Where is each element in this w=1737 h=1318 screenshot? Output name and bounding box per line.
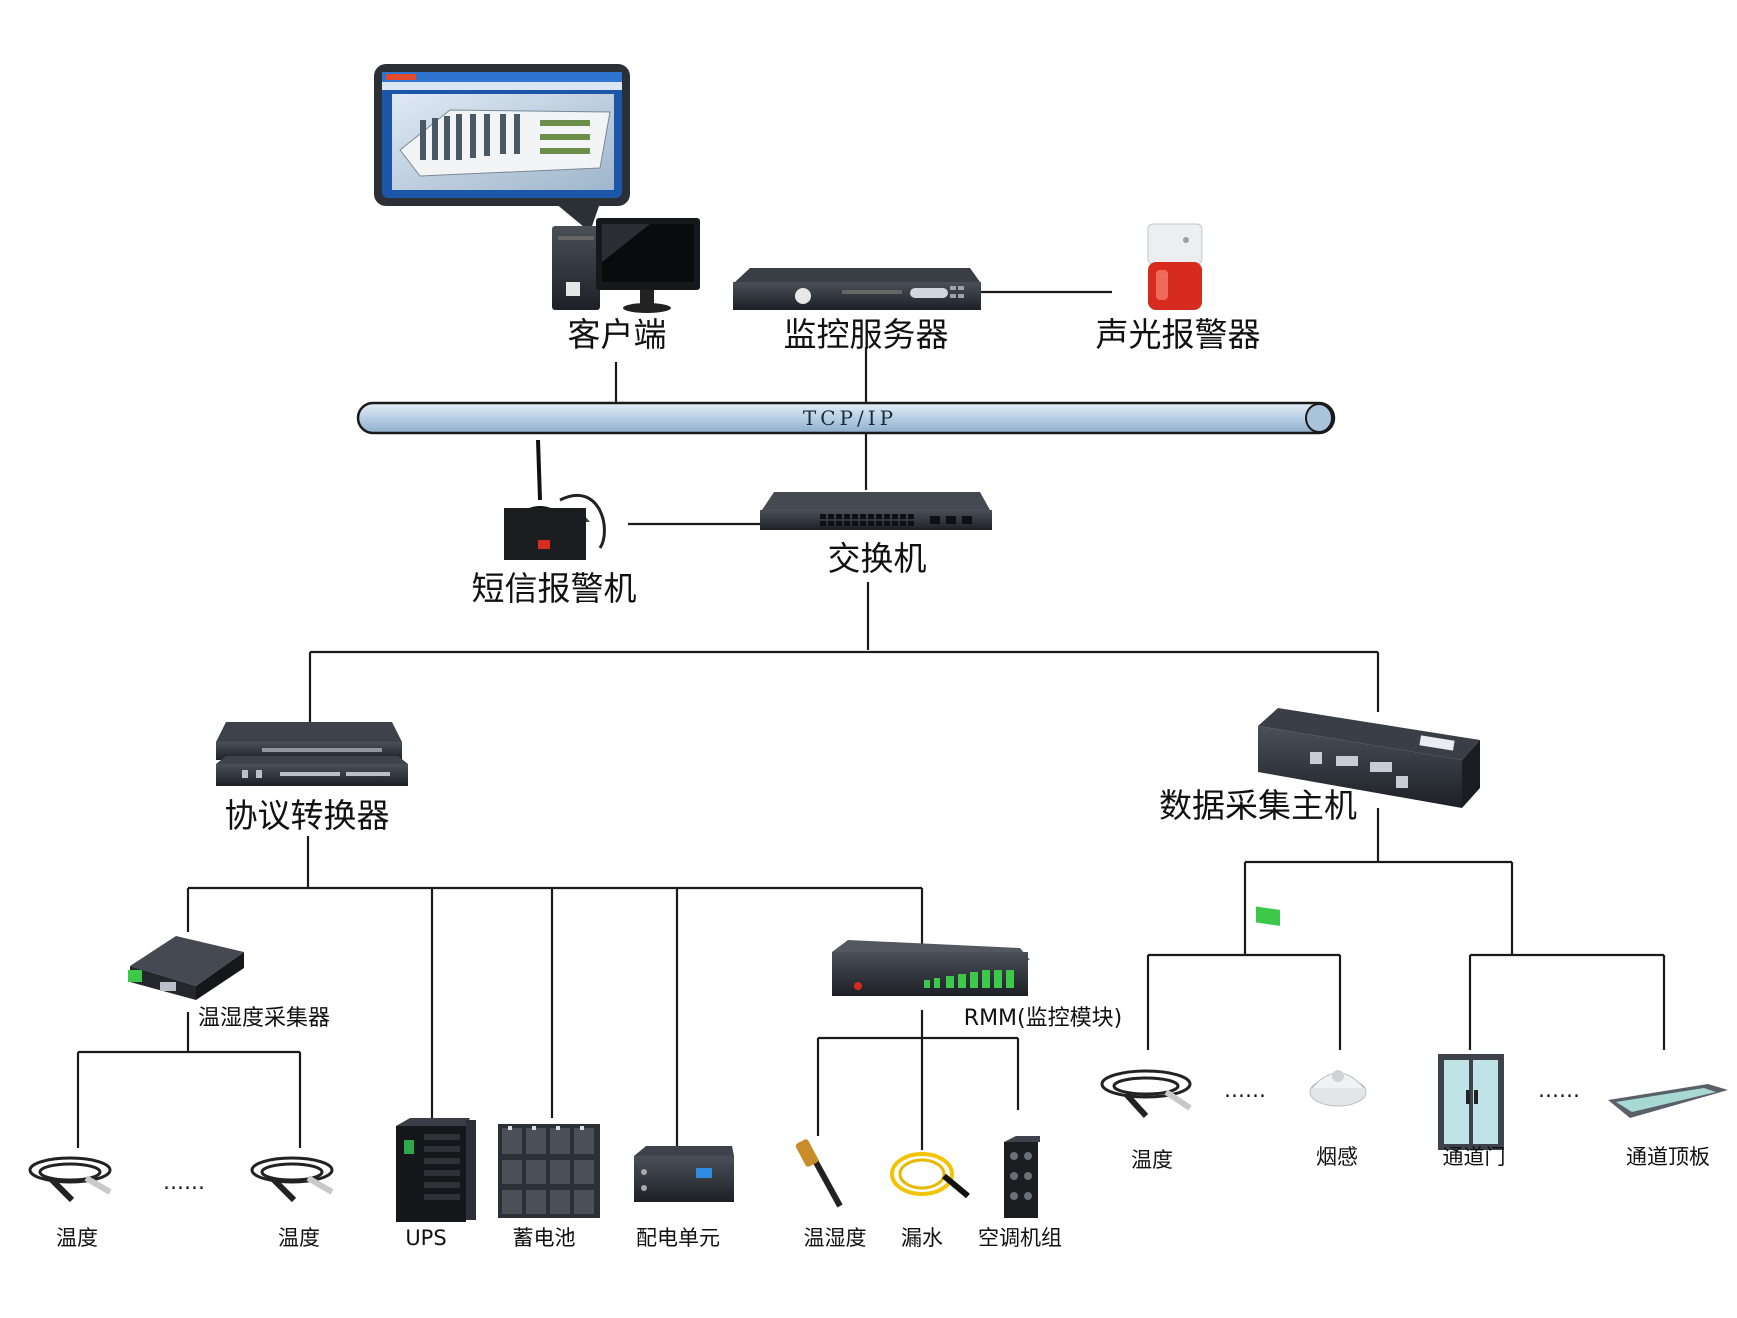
client-pc-icon bbox=[552, 218, 700, 313]
monitor-server-icon bbox=[733, 268, 981, 310]
sound-light-alarm-label: 声光报警器 bbox=[1095, 315, 1261, 354]
aisle-door-icon bbox=[1438, 1054, 1504, 1150]
host-temp-probe-icon bbox=[1100, 1069, 1192, 1119]
ups-icon bbox=[396, 1118, 476, 1222]
monitor-server-label: 监控服务器 bbox=[783, 315, 949, 354]
ac-unit-icon bbox=[1004, 1136, 1040, 1218]
power-unit-label: 配电单元 bbox=[636, 1226, 720, 1250]
leak-sensor-icon bbox=[890, 1152, 970, 1199]
protocol-converter-label: 协议转换器 bbox=[224, 796, 390, 835]
tcp-ip-bus bbox=[356, 401, 1336, 435]
power-unit-icon bbox=[634, 1146, 734, 1202]
host-temp-label: 温度 bbox=[1131, 1148, 1173, 1172]
battery-label: 蓄电池 bbox=[512, 1226, 576, 1250]
smoke-label: 烟感 bbox=[1316, 1145, 1358, 1169]
rmm-label: RMM(监控模块) bbox=[963, 1006, 1123, 1031]
sms-alarm-icon bbox=[504, 439, 606, 560]
switch-label: 交换机 bbox=[827, 539, 927, 578]
ups-label: UPS bbox=[405, 1226, 447, 1250]
aisle-roof-label: 通道顶板 bbox=[1626, 1145, 1710, 1169]
temp-2-label: 温度 bbox=[278, 1226, 320, 1250]
monitor-software-screenshot bbox=[374, 64, 630, 232]
temp-1-label: 温度 bbox=[56, 1226, 98, 1250]
th-collector-label: 温湿度采集器 bbox=[197, 1006, 331, 1031]
aisle-roof-icon bbox=[1608, 1084, 1728, 1118]
connection-lines bbox=[76, 290, 1666, 1150]
th-sensor-icon bbox=[795, 1139, 843, 1208]
protocol-converter-icon bbox=[216, 722, 408, 786]
aisle-door-label: 通道门 bbox=[1442, 1145, 1506, 1169]
data-collector-host-label: 数据采集主机 bbox=[1159, 786, 1357, 825]
switch-icon bbox=[760, 492, 992, 530]
sound-light-alarm-icon bbox=[1147, 223, 1203, 310]
ellipsis-host-right: …… bbox=[1538, 1078, 1580, 1102]
temp-probe-1-icon bbox=[28, 1156, 112, 1203]
ellipsis-host-left: …… bbox=[1224, 1078, 1266, 1102]
client-label: 客户端 bbox=[567, 315, 667, 354]
temp-probe-2-icon bbox=[250, 1156, 334, 1203]
smoke-detector-icon bbox=[1309, 1070, 1367, 1107]
ellipsis-temp: …… bbox=[163, 1170, 205, 1194]
rmm-ac-label: 空调机组 bbox=[978, 1226, 1062, 1250]
battery-icon bbox=[498, 1124, 600, 1218]
th-collector-icon bbox=[128, 936, 244, 1000]
bus-label: TCP/IP bbox=[802, 406, 898, 430]
data-collector-host-icon bbox=[1256, 708, 1480, 926]
rmm-module-icon bbox=[832, 940, 1030, 996]
rmm-leak-label: 漏水 bbox=[901, 1226, 943, 1250]
rmm-th-label: 温湿度 bbox=[803, 1226, 867, 1250]
sms-alarm-label: 短信报警机 bbox=[471, 569, 637, 608]
